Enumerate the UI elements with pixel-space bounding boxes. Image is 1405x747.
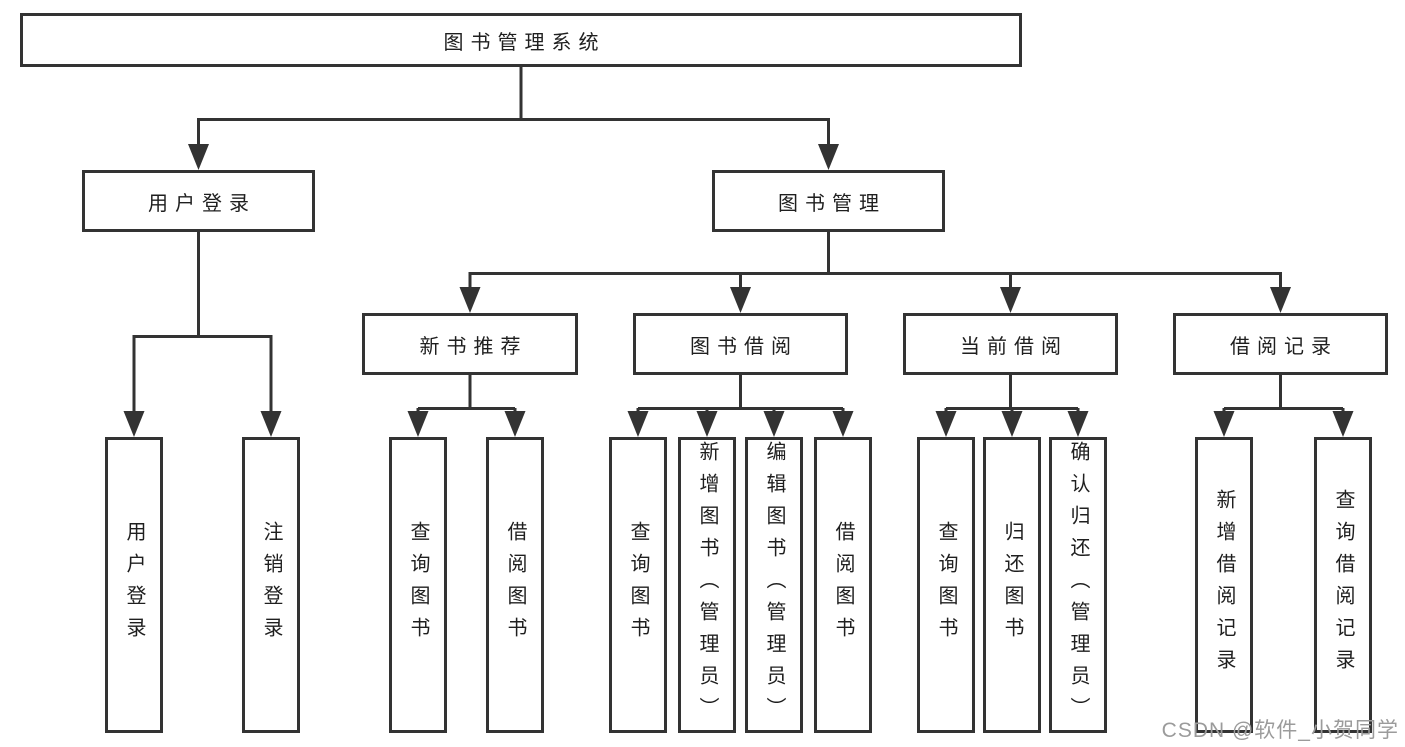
leaf-borrow-query-book-label: 查询图书: [627, 521, 649, 649]
leaf-edit-book-admin-label: 编辑图书（管理员）: [763, 441, 785, 729]
node-book-management: 图书管理: [712, 170, 945, 232]
node-book-management-label: 图书管理: [778, 192, 886, 215]
leaf-borrow-query-book: 查询图书: [609, 437, 667, 733]
leaf-user-login: 用户登录: [105, 437, 163, 733]
leaf-return-book-label: 归还图书: [1001, 521, 1023, 649]
node-new-book-recommend: 新书推荐: [362, 313, 578, 375]
leaf-user-login-label: 用户登录: [123, 521, 145, 649]
node-user-login-label: 用户登录: [148, 192, 256, 215]
leaf-confirm-return-admin: 确认归还（管理员）: [1049, 437, 1107, 733]
leaf-return-book: 归还图书: [983, 437, 1041, 733]
leaf-current-query-book: 查询图书: [917, 437, 975, 733]
leaf-recommend-borrow-book-label: 借阅图书: [504, 521, 526, 649]
leaf-query-borrow-record: 查询借阅记录: [1314, 437, 1372, 733]
leaf-confirm-return-admin-label: 确认归还（管理员）: [1067, 441, 1089, 729]
node-borrow-record-label: 借阅记录: [1230, 335, 1338, 358]
leaf-current-query-book-label: 查询图书: [935, 521, 957, 649]
leaf-add-book-admin-label: 新增图书（管理员）: [696, 441, 718, 729]
node-user-login: 用户登录: [82, 170, 315, 232]
leaf-recommend-query-book: 查询图书: [389, 437, 447, 733]
leaf-logout: 注销登录: [242, 437, 300, 733]
leaf-edit-book-admin: 编辑图书（管理员）: [745, 437, 803, 733]
leaf-add-borrow-record: 新增借阅记录: [1195, 437, 1253, 733]
leaf-query-borrow-record-label: 查询借阅记录: [1332, 489, 1354, 681]
leaf-add-book-admin: 新增图书（管理员）: [678, 437, 736, 733]
csdn-watermark: CSDN @软件_小贺同学: [1161, 719, 1399, 742]
leaf-borrow-book: 借阅图书: [814, 437, 872, 733]
node-book-borrow-label: 图书借阅: [690, 335, 798, 358]
node-book-borrow: 图书借阅: [633, 313, 848, 375]
node-library-system-label: 图书管理系统: [443, 31, 606, 54]
node-library-system: 图书管理系统: [20, 13, 1022, 67]
node-current-borrow: 当前借阅: [903, 313, 1118, 375]
leaf-borrow-book-label: 借阅图书: [832, 521, 854, 649]
leaf-add-borrow-record-label: 新增借阅记录: [1213, 489, 1235, 681]
leaf-recommend-query-book-label: 查询图书: [407, 521, 429, 649]
leaf-recommend-borrow-book: 借阅图书: [486, 437, 544, 733]
node-new-book-recommend-label: 新书推荐: [419, 335, 528, 358]
leaf-logout-label: 注销登录: [260, 521, 282, 649]
node-borrow-record: 借阅记录: [1173, 313, 1388, 375]
arrowheads: [123, 144, 1354, 437]
node-current-borrow-label: 当前借阅: [960, 335, 1068, 358]
